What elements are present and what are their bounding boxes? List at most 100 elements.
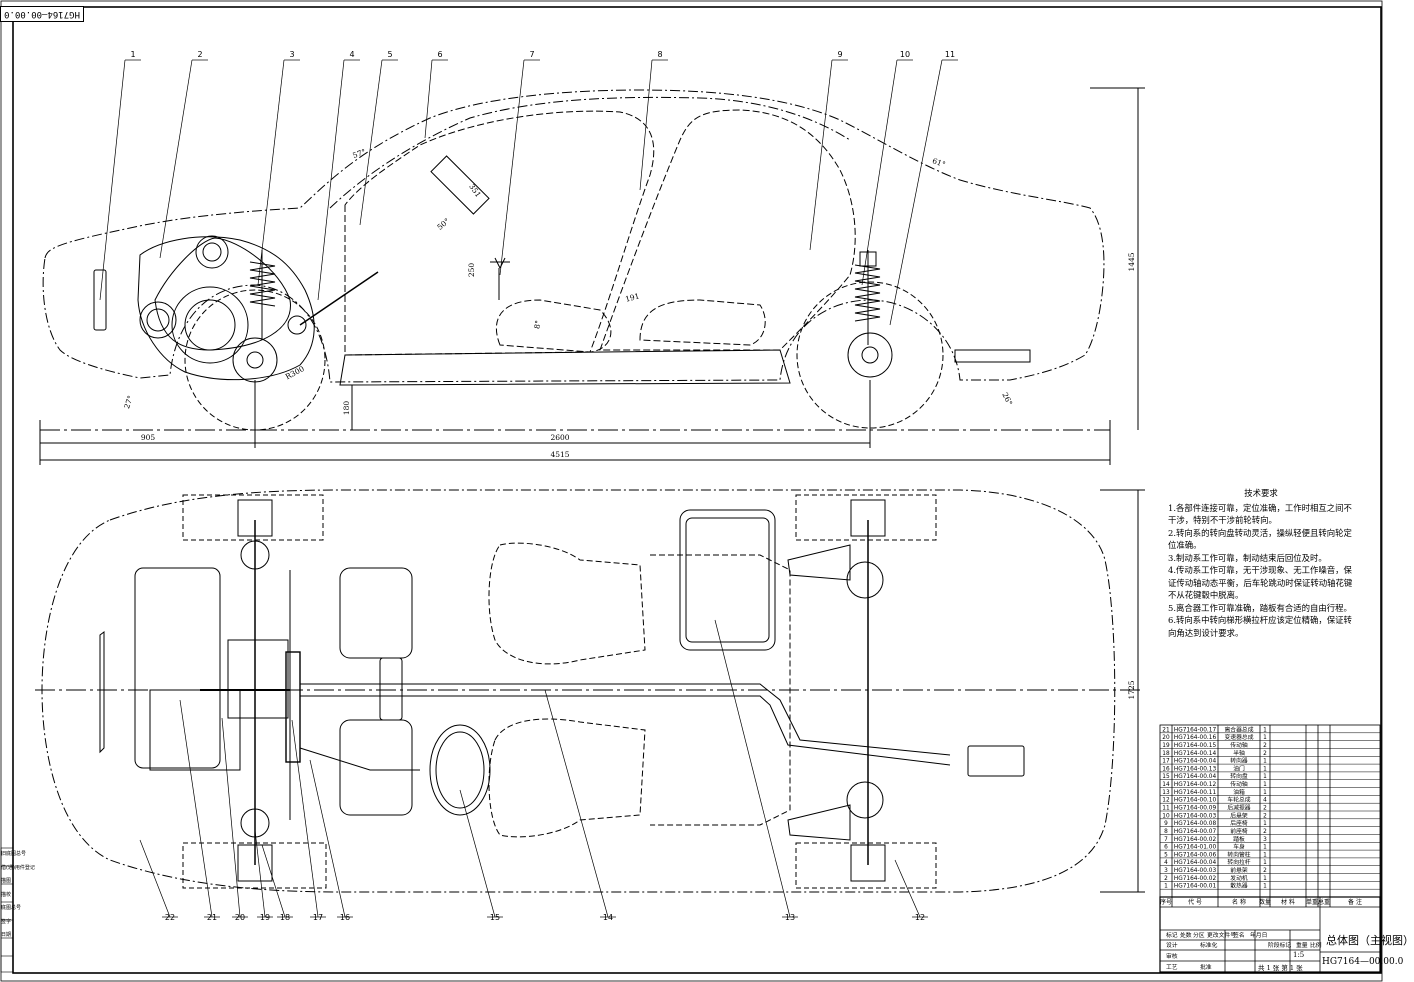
bom-code: HG7164-00.11 — [1174, 790, 1217, 796]
callout-leader-10 — [861, 59, 898, 286]
bom-code: HG7164-00.03 — [1174, 868, 1217, 874]
front-knuckle-left — [237, 499, 273, 537]
bom-name: 离合器总成 — [1225, 725, 1254, 733]
strip-label-1: 旧底图总号 — [1, 851, 27, 857]
callout-leader-11 — [889, 59, 943, 326]
bom-header-cell: 序号 — [1160, 898, 1172, 906]
dim-windshield-angle: 57° — [351, 147, 367, 160]
bom-name: 半轴 — [1233, 749, 1245, 757]
rear-spring-left — [846, 561, 884, 599]
bom-no: 2 — [1164, 876, 1168, 882]
steering-joint — [287, 315, 307, 335]
bom-qty: 2 — [1263, 743, 1267, 749]
bom-qty: 1 — [1263, 884, 1267, 890]
bom-code: HG7164-01.00 — [1174, 845, 1217, 851]
bom-no: 8 — [1164, 829, 1168, 835]
callout-6: 6 — [437, 50, 442, 59]
callout-leader-21 — [179, 699, 213, 918]
rear-hub — [847, 332, 893, 378]
title-block-label: 比例 — [1310, 941, 1322, 949]
trailing-arm-right — [787, 804, 851, 841]
bom-qty: 1 — [1263, 845, 1267, 851]
bom-name: 前座椅 — [1230, 827, 1248, 835]
bom-code: HG7164-00.03 — [1174, 813, 1217, 819]
tyre-rear-left — [795, 494, 937, 541]
tyre-front-left — [182, 494, 324, 541]
callout-12: 12 — [915, 913, 925, 922]
bom-name: 转向器 — [1230, 757, 1248, 765]
steering-shaft — [299, 271, 379, 326]
seat-front-left — [488, 542, 646, 665]
strip-label-4: 描校 — [1, 891, 12, 898]
steering-wheel — [429, 724, 491, 816]
bom-qty: 4 — [1263, 798, 1267, 804]
bom-no: 21 — [1162, 727, 1170, 733]
seat-passenger — [339, 719, 413, 816]
steering-linkage — [299, 747, 420, 771]
callout-8: 8 — [657, 50, 662, 59]
strip-label-2: 借(通)用件登记 — [1, 864, 35, 871]
callout-leader-14 — [544, 689, 609, 918]
bom-qty: 1 — [1263, 821, 1267, 827]
floor-pan — [339, 349, 791, 386]
rear-hub-inner — [861, 346, 879, 364]
callout-leader-4 — [317, 59, 345, 301]
dim-wheelbase: 2600 — [550, 433, 569, 442]
bom-header-cell: 总重 — [1318, 898, 1330, 906]
dim-length: 4515 — [550, 450, 569, 459]
callout-leader-3 — [257, 59, 285, 286]
bom-no: 1 — [1164, 884, 1168, 890]
bom-code: HG7164-00.04 — [1174, 860, 1217, 866]
strip-label-5: 底图总号 — [1, 905, 22, 911]
callout-21: 21 — [207, 913, 217, 922]
bom-name: 传动轴 — [1230, 780, 1248, 788]
exhaust — [954, 349, 1031, 363]
dim-steering-angle: 50° — [435, 216, 451, 232]
bom-name: 踏板 — [1233, 835, 1245, 843]
callout-leader-1 — [99, 59, 126, 301]
dim-approach-angle: 27° — [122, 394, 135, 410]
plan-view — [35, 489, 1145, 893]
bom-code: HG7164-00.06 — [1174, 852, 1217, 858]
engine-pulley-3 — [171, 286, 249, 364]
engine-pulley-1 — [195, 235, 229, 269]
front-seat — [495, 299, 612, 353]
bom-qty: 1 — [1263, 852, 1267, 858]
dim-wheel-radius: R300 — [284, 364, 306, 381]
title-block-label: 分区 — [1193, 931, 1205, 939]
bom-header-cell: 材 料 — [1281, 898, 1295, 906]
bom-qty: 1 — [1263, 774, 1267, 780]
pedals — [490, 257, 510, 300]
strip-label-3: 描图 — [1, 878, 12, 884]
bom-qty: 1 — [1263, 766, 1267, 772]
callout-leader-5 — [359, 59, 383, 226]
bom-no: 17 — [1162, 759, 1170, 765]
car-body-outline — [42, 89, 1105, 383]
title-block-label: 签名 — [1233, 931, 1245, 939]
title-block-label: 标准化 — [1200, 941, 1218, 949]
bom-header-cell: 数量 — [1259, 898, 1271, 906]
bom-no: 4 — [1164, 860, 1168, 866]
gearbox-plan — [149, 689, 241, 771]
inner-border — [12, 6, 1382, 974]
bom-no: 7 — [1164, 837, 1168, 843]
callout-leader-12 — [894, 859, 921, 918]
bom-code: HG7164-00.07 — [1174, 829, 1217, 835]
window-front — [344, 110, 655, 356]
strip-label-6: 签字 — [1, 918, 12, 925]
bom-name: 前悬架 — [1230, 866, 1248, 874]
outer-border — [0, 0, 1383, 982]
left-strip-frame — [0, 847, 14, 973]
front-knuckle-right — [237, 844, 273, 882]
rear-knuckle-left — [850, 499, 886, 537]
bom-no: 11 — [1162, 806, 1170, 812]
radiator — [93, 269, 107, 331]
callout-11: 11 — [945, 50, 955, 59]
bom-qty: 1 — [1263, 759, 1267, 765]
title-block-label: 设计 — [1166, 941, 1178, 949]
engine-pulley-3-inner — [184, 299, 236, 351]
